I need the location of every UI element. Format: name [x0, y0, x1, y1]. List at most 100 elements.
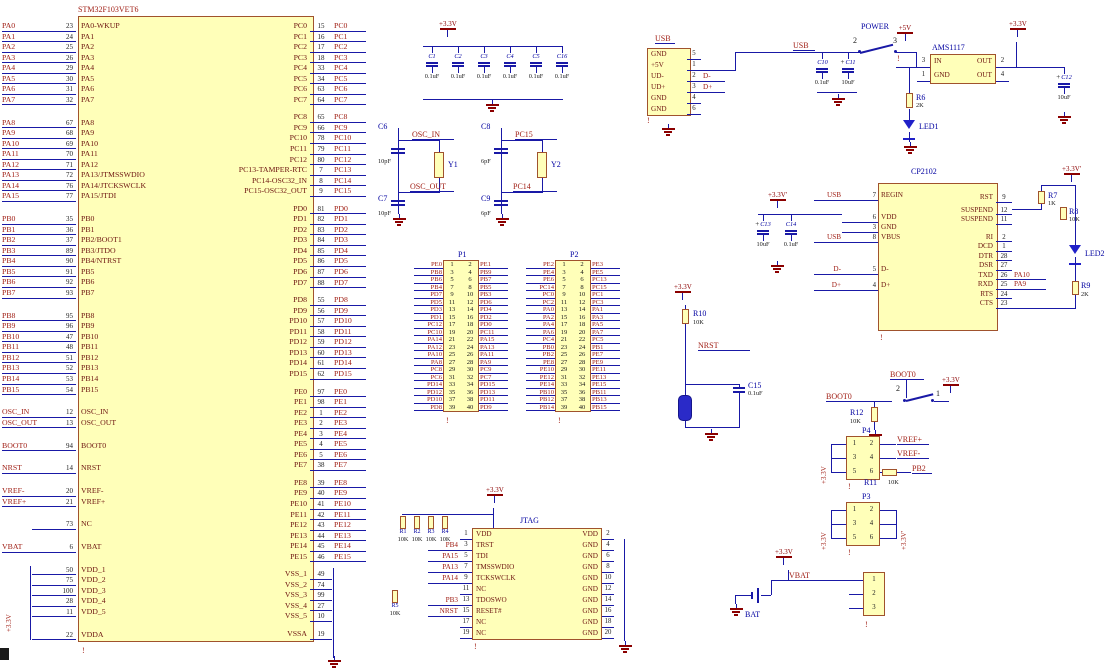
pin-name: PD14	[289, 358, 307, 368]
pin-number: 95	[32, 311, 76, 322]
pin-number: 84	[310, 235, 332, 246]
resistor-ref: R8	[1069, 207, 1079, 216]
pin-number: 22	[466, 336, 474, 343]
pin-number: 25	[996, 280, 1012, 290]
polarity-mark: +	[840, 58, 845, 66]
net-label	[814, 223, 842, 233]
mcu-pin-row: PA12 71 PA12	[2, 160, 226, 171]
battery-plate[interactable]	[757, 588, 759, 603]
net-label: PD11	[479, 396, 508, 404]
pullup-resistor[interactable]: R2 10K	[410, 516, 424, 543]
connector-body[interactable]	[846, 502, 880, 546]
resistor-r9[interactable]	[1072, 281, 1079, 295]
pin-number: 5	[450, 276, 454, 283]
resistor-r10[interactable]	[682, 309, 689, 324]
net-label: +3.3V'	[900, 530, 908, 550]
capacitor[interactable]: C16 0.1uF	[549, 47, 575, 80]
boot-switch[interactable]	[905, 393, 934, 402]
capacitor-ref: C10	[817, 59, 828, 66]
pin-number: 6	[687, 104, 701, 115]
oscillator-section: C6 10pF OSC_IN Y1 OSC_OUT C7 10pF C8 6pF…	[378, 118, 588, 230]
capacitor[interactable]: C2 0.1uF	[445, 47, 471, 80]
connector-body[interactable]	[472, 528, 602, 640]
pullup-resistor[interactable]: R3 10K	[424, 516, 438, 543]
pin-name: NC	[81, 519, 92, 529]
net-label: PC13	[591, 276, 620, 284]
mcu-pin-row: PC9 66 PC9	[192, 123, 368, 134]
resistor-r5[interactable]: R5 10K	[388, 590, 402, 617]
pin-number: 3	[562, 268, 566, 276]
crystal-ref: Y2	[551, 160, 561, 169]
connector-body[interactable]	[863, 572, 885, 616]
reset-button[interactable]	[678, 395, 692, 421]
ground-symbol	[704, 429, 718, 442]
resistor-r8[interactable]	[1060, 207, 1067, 220]
capacitor-c10[interactable]: C10 0.1uF	[809, 53, 835, 86]
regulator-body[interactable]	[930, 54, 996, 84]
warning-mark: !	[880, 333, 883, 342]
pin-number: 7	[460, 562, 472, 573]
capacitor-c12[interactable]: +C12 10uF	[1051, 68, 1077, 101]
pullup-resistor[interactable]: R1 10K	[396, 516, 410, 543]
pin-number: 6	[869, 468, 874, 475]
pin-name: PD12	[289, 337, 307, 347]
pin-number: 36	[32, 225, 76, 236]
capacitor[interactable]	[391, 200, 405, 202]
pin-name: PB11	[81, 342, 99, 352]
capacitor[interactable]: C4 0.1uF	[497, 47, 523, 80]
net-label: PE15	[332, 552, 366, 563]
connector-body[interactable]	[555, 260, 591, 412]
capacitor-c11[interactable]: +C11 10uF	[835, 53, 861, 86]
net-label: PC11	[479, 329, 508, 336]
pin-number: 4	[869, 520, 874, 527]
connector-title: P1	[458, 250, 467, 259]
mcu-pin-row: PC7 64 PC7	[192, 95, 368, 106]
net-label: +3.3V	[820, 466, 828, 484]
pullup-resistor[interactable]: R4 10K	[438, 516, 452, 543]
connector-body[interactable]	[443, 260, 479, 412]
resistor-value: 10K	[850, 418, 861, 425]
pin-name: GND	[582, 574, 598, 582]
capacitor[interactable]	[494, 200, 508, 202]
pin-number: 24	[466, 343, 474, 351]
power-switch[interactable]	[859, 43, 894, 54]
connector-body[interactable]	[846, 436, 880, 480]
led2-diode[interactable]	[1069, 245, 1081, 265]
pin-name: PD4	[293, 245, 307, 255]
resistor-r7[interactable]	[1038, 191, 1045, 204]
connector-row: 19 NC GND 20	[428, 628, 618, 639]
pin-number: 25	[448, 351, 456, 358]
mcu-pin-row: PA9 68 PA9	[2, 128, 226, 139]
pin-number: 7	[310, 165, 332, 176]
pin-number: 3	[842, 223, 878, 233]
capacitor[interactable]: C1 0.1uF	[419, 47, 445, 80]
ic-body[interactable]	[878, 183, 998, 331]
resistor-r12[interactable]	[871, 407, 878, 422]
pin-name: PE1	[294, 397, 307, 407]
regulator-title: AMS1117	[932, 43, 965, 52]
led1-diode[interactable]	[903, 120, 915, 140]
pin-number: 19	[310, 629, 332, 640]
resistor-r6[interactable]	[906, 93, 913, 108]
capacitor[interactable]: C3 0.1uF	[471, 47, 497, 80]
net-label: VREF+	[2, 497, 32, 508]
pin-number: 2	[869, 440, 874, 447]
pin-number: 2	[896, 384, 900, 393]
resistor-r11[interactable]	[882, 469, 897, 476]
mcu-pin-group: PE0 97 PE0 PE1 98 PE1 PE2 1 PE2 PE3 2	[192, 387, 368, 471]
usb-connector-body[interactable]	[647, 48, 691, 116]
pin-number: 11	[560, 298, 568, 306]
crystal[interactable]	[434, 152, 444, 178]
capacitor[interactable]	[391, 148, 405, 150]
crystal[interactable]	[537, 152, 547, 178]
pin-name: VDD	[476, 530, 492, 538]
capacitor[interactable]	[494, 148, 508, 150]
pin-name: PC7	[293, 94, 307, 104]
capacitor[interactable]: C5 0.1uF	[523, 47, 549, 80]
net-label: PB5	[479, 284, 508, 291]
capacitor-c14[interactable]: C14 0.1uF	[778, 215, 804, 248]
mcu-body[interactable]	[78, 16, 314, 642]
capacitor[interactable]	[733, 387, 745, 389]
capacitor-c13[interactable]: +C13 10uF	[750, 215, 776, 248]
pin-number: 9	[310, 186, 332, 197]
